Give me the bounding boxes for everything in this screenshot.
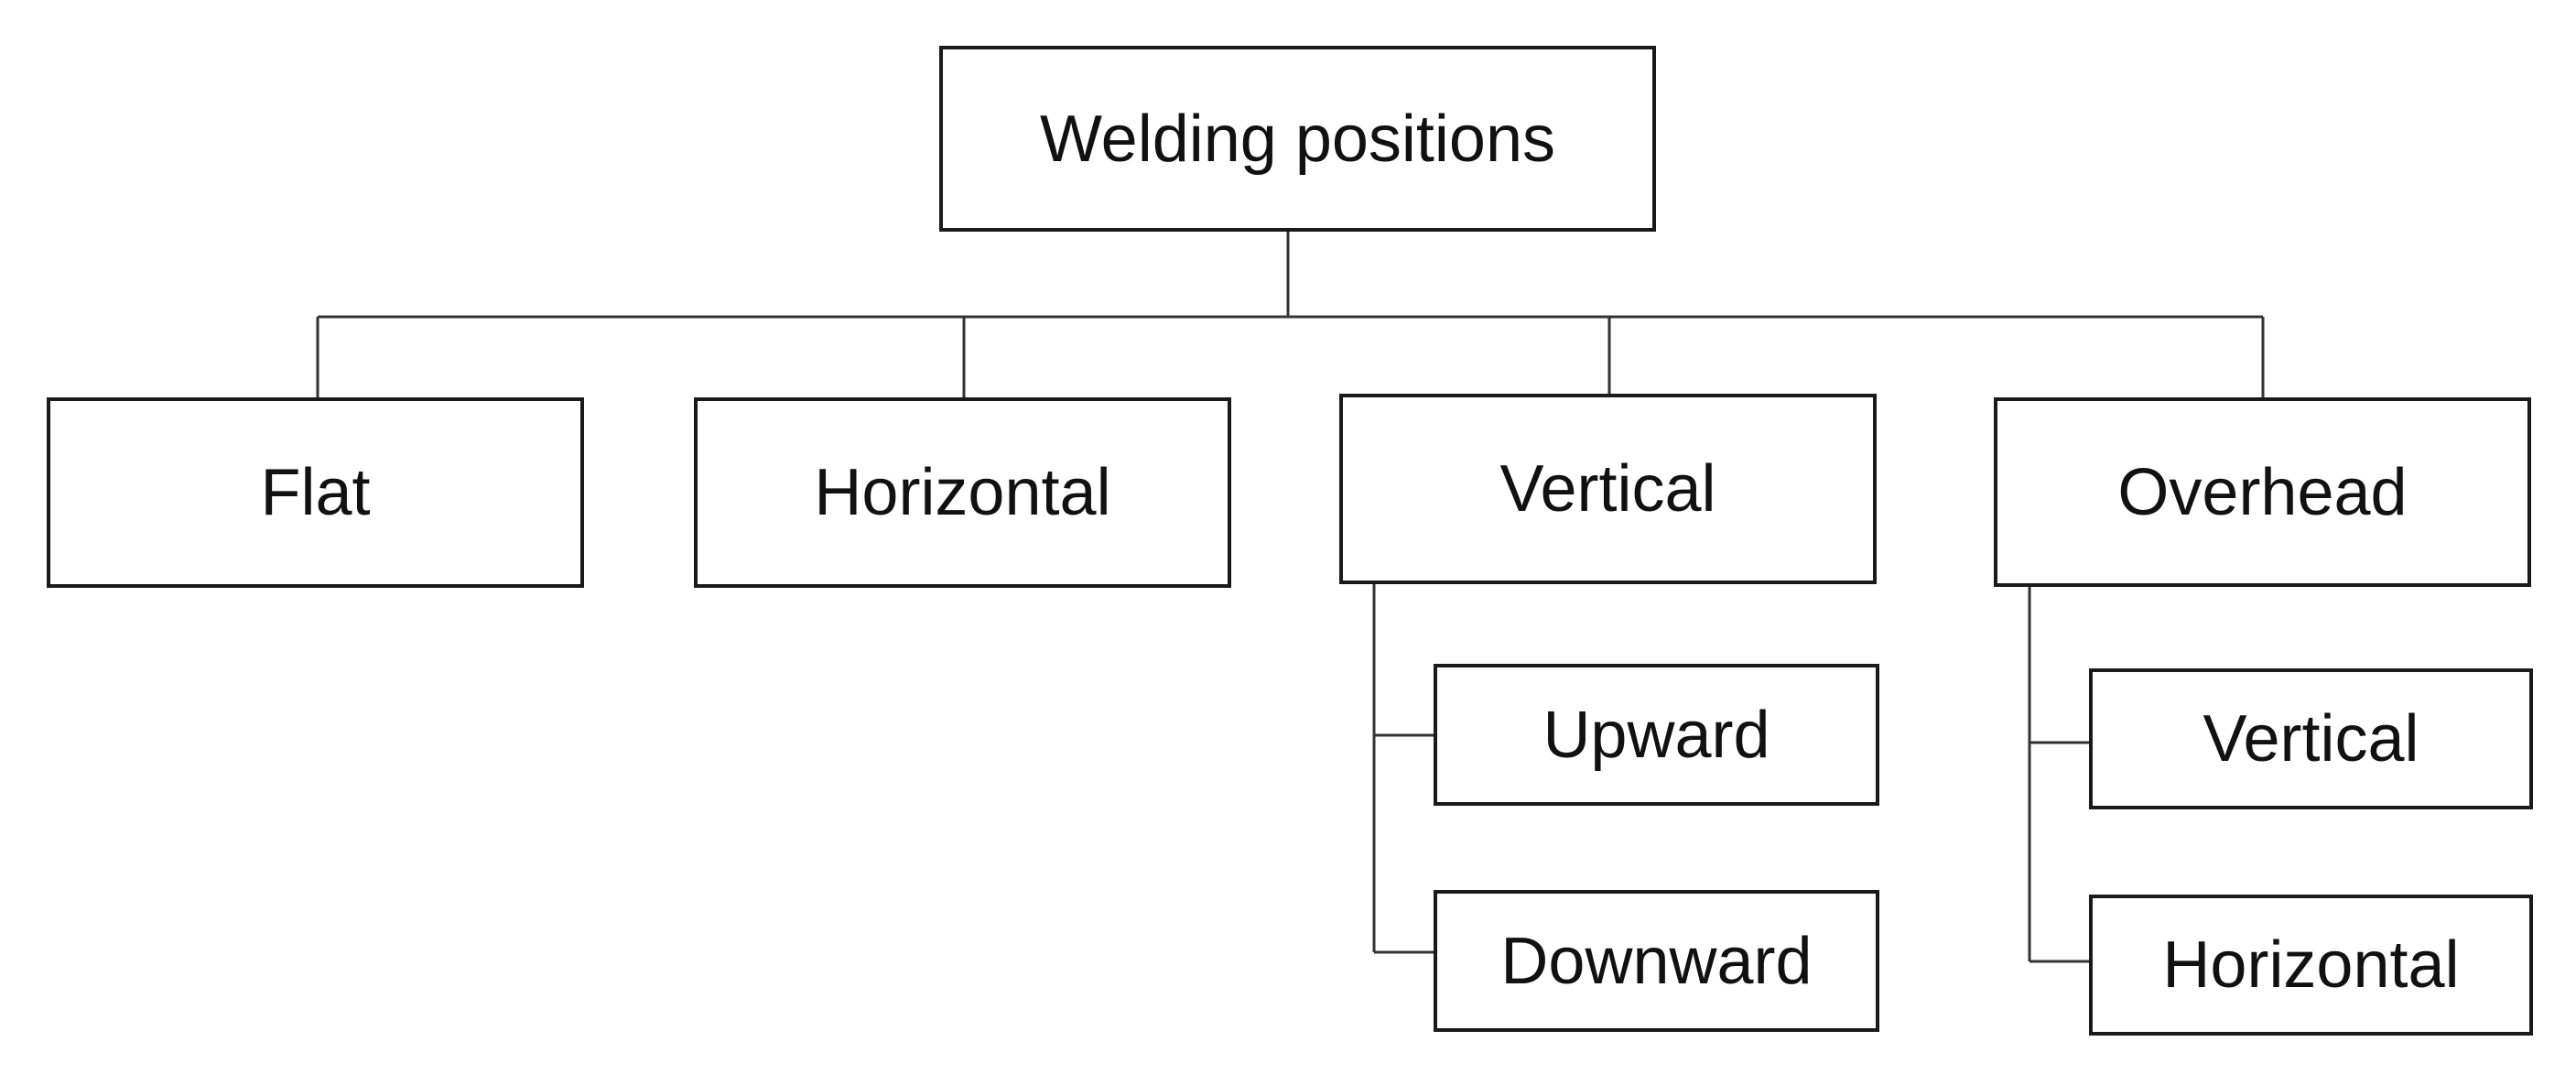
position-node-flat: Flat [47,397,584,588]
position-node-label: Flat [260,456,371,529]
position-node-horizontal: Horizontal [694,397,1231,588]
position-node-vertical: Vertical [1339,394,1877,584]
sub-node-label: Horizontal [2162,928,2460,1002]
root-node: Welding positions [939,46,1656,232]
position-node-label: Vertical [1499,452,1716,526]
position-node-label: Overhead [2117,455,2408,529]
sub-node-label: Downward [1500,924,1813,998]
sub-node-vertical-downward: Downward [1434,890,1879,1032]
root-node-label: Welding positions [1040,102,1555,176]
sub-node-vertical-upward: Upward [1434,664,1879,806]
sub-node-label: Vertical [2203,702,2419,776]
sub-node-label: Upward [1542,698,1770,772]
sub-node-overhead-horizontal: Horizontal [2089,895,2533,1036]
position-node-label: Horizontal [814,456,1111,529]
sub-node-overhead-vertical: Vertical [2089,668,2533,809]
position-node-overhead: Overhead [1994,397,2531,587]
